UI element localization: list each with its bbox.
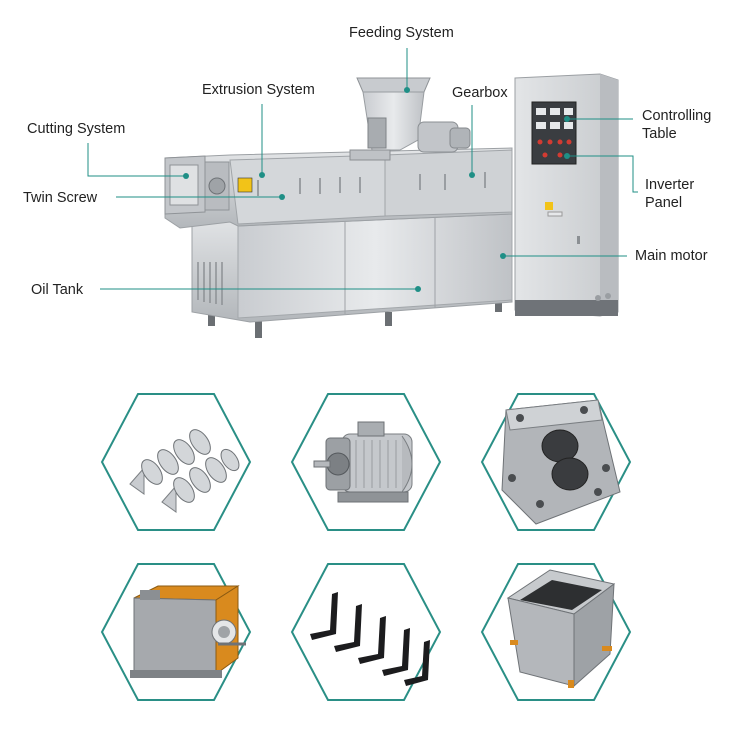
feeding-system-label: Feeding System (349, 25, 454, 41)
die-plate-icon (501, 399, 621, 525)
cutting-system-label: Cutting System (27, 121, 126, 137)
hex-tile-die-plate (480, 393, 632, 531)
hex-tile-twin-screw (100, 393, 252, 531)
gearbox-label: Gearbox (452, 85, 508, 101)
main-motor-label: Main motor (635, 248, 708, 264)
controlling-table-label-line2: Table (642, 126, 677, 142)
inverter-panel-label-line1: Inverter (645, 177, 695, 193)
twin-screw-label: Twin Screw (23, 190, 98, 206)
oil-tank-label: Oil Tank (31, 282, 84, 298)
hex-tile-electric-motor (290, 393, 442, 531)
hex-tile-hopper (480, 563, 632, 701)
hex-tile-barrel-block (100, 563, 252, 701)
barrel-block-icon (130, 585, 246, 678)
electric-motor-icon (313, 421, 413, 503)
twin-screw-icon (129, 429, 240, 513)
inverter-panel-label-line2: Panel (645, 195, 683, 211)
hex-tile-cutting-blades (290, 563, 442, 701)
extrusion-system-label: Extrusion System (202, 82, 315, 98)
cutting-blades-icon (310, 592, 430, 686)
hopper-icon (506, 569, 616, 688)
extruder-machine-illustration (87, 48, 638, 338)
controlling-table-label-line1: Controlling (642, 108, 712, 124)
